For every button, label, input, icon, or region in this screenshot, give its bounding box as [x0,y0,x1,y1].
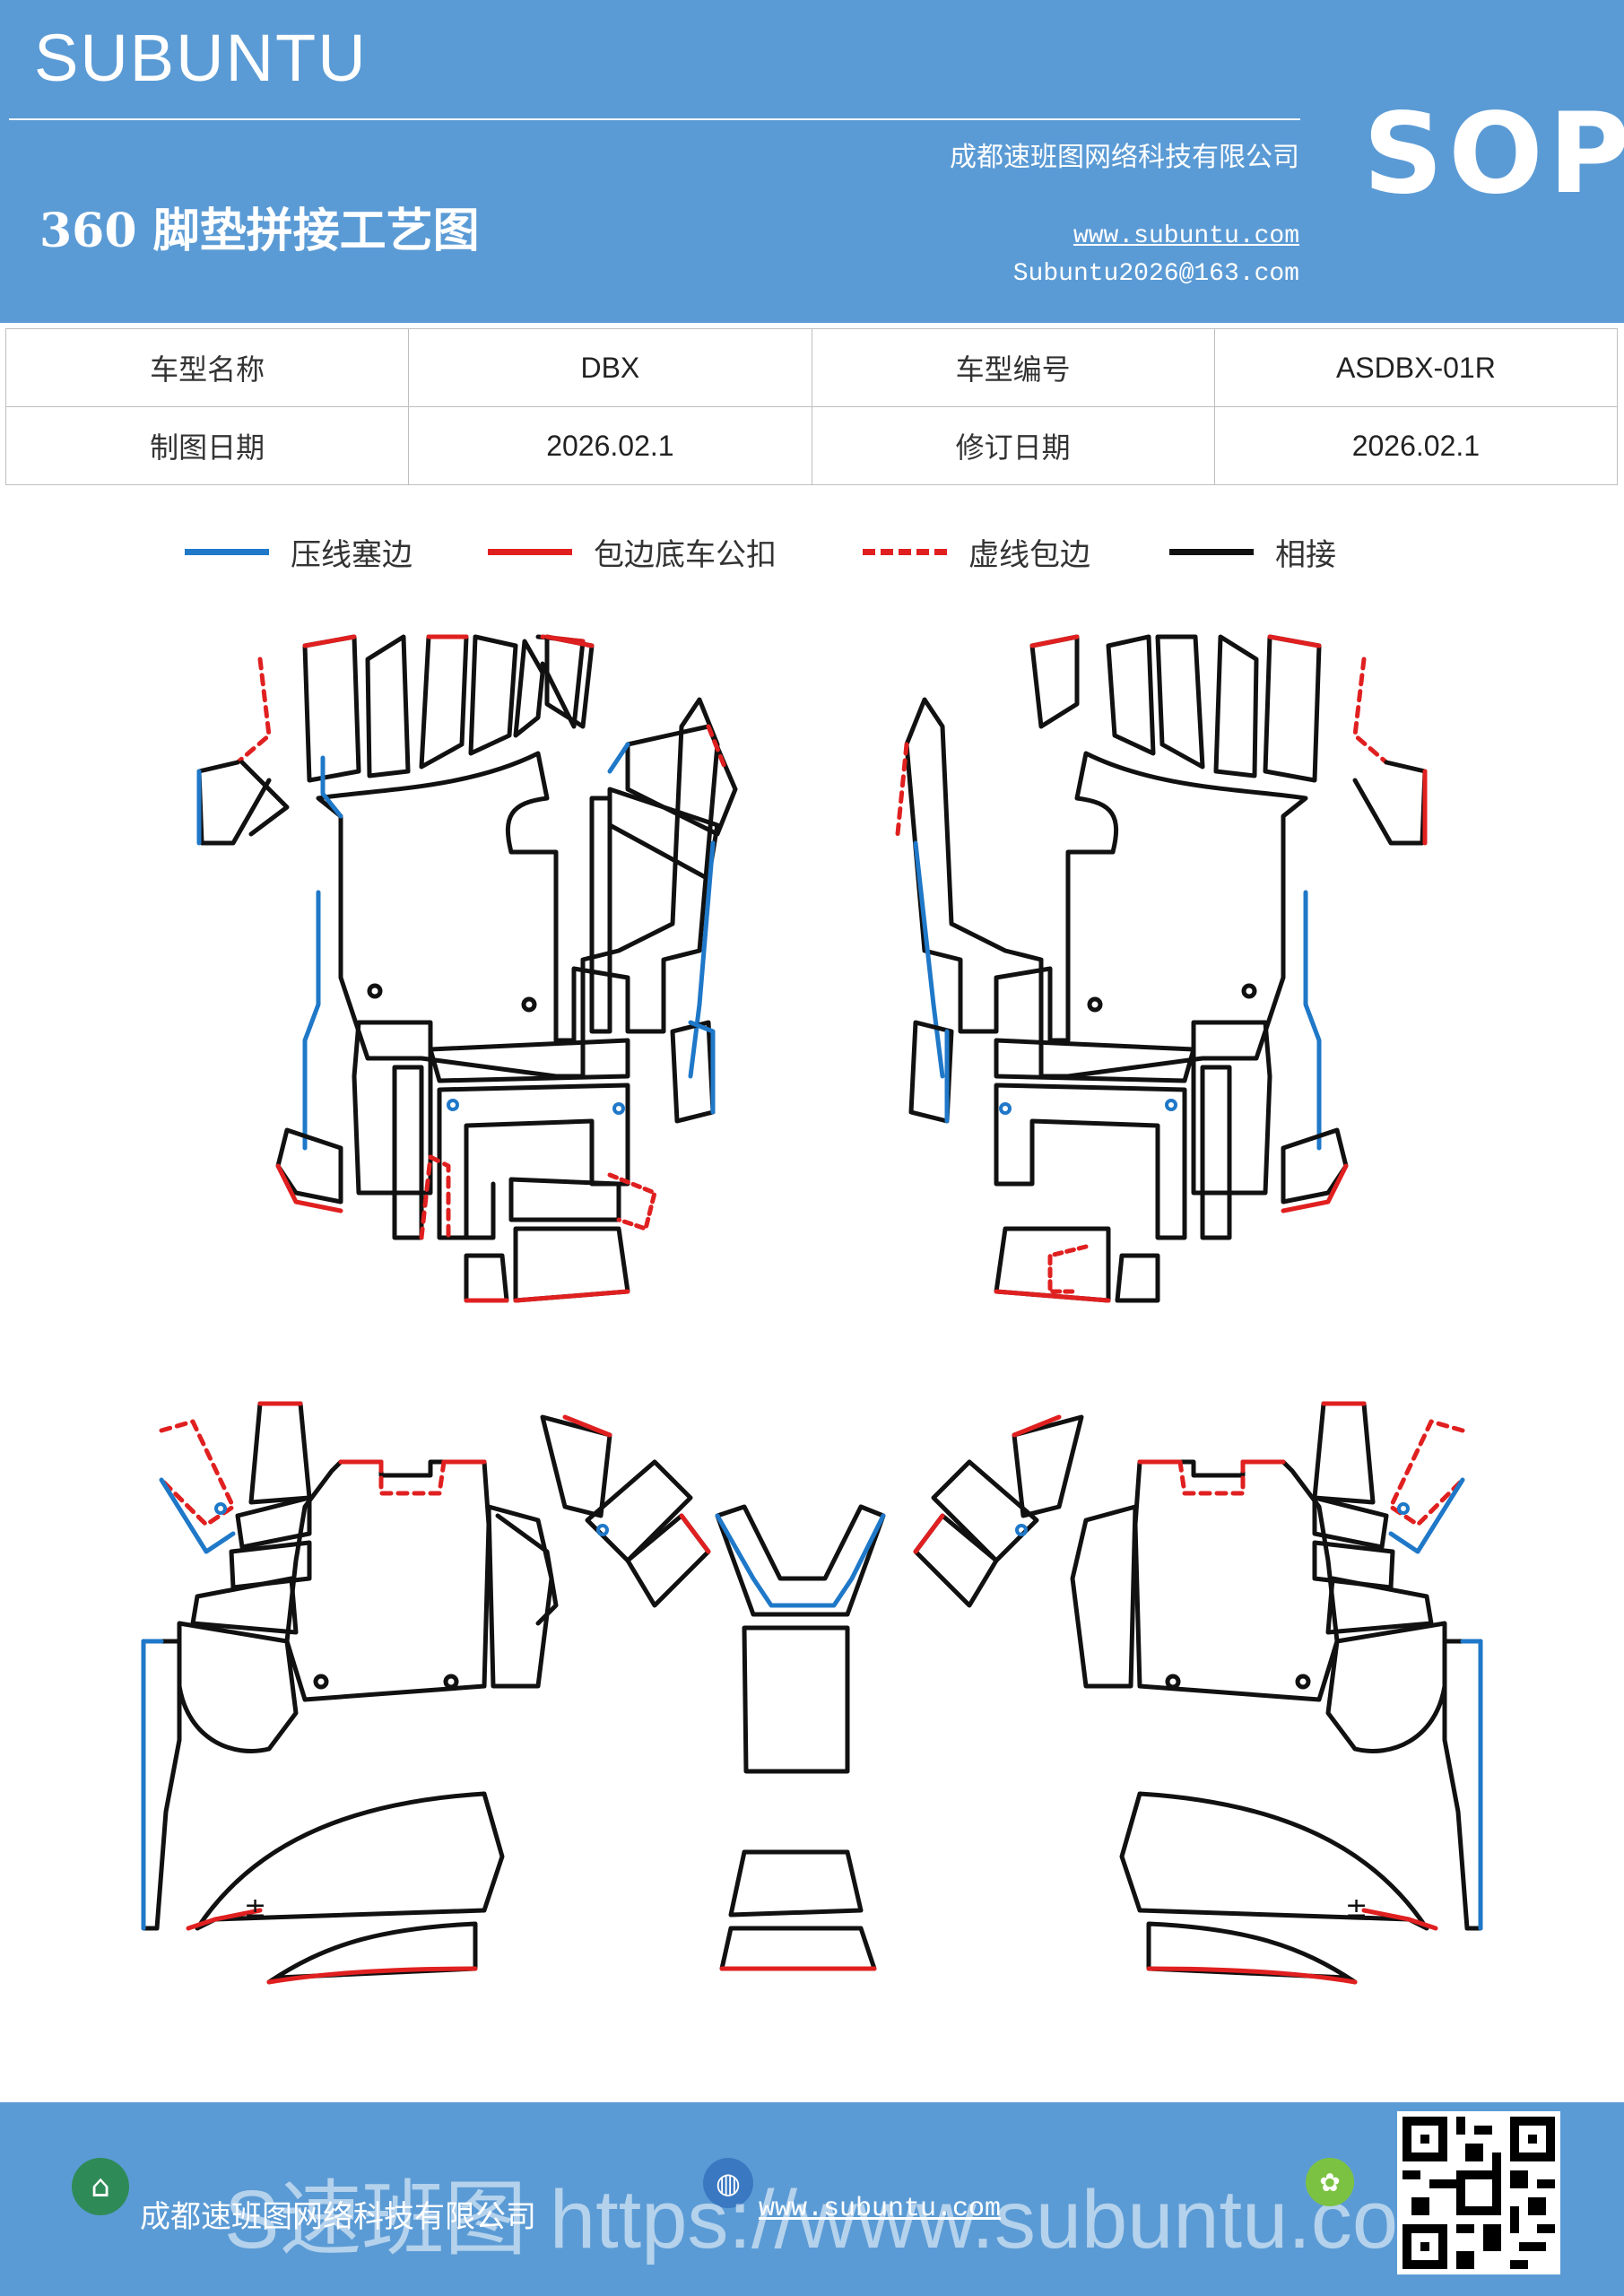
chat-icon: ✿ [1306,2158,1354,2206]
website-link[interactable]: www.subuntu.com [1073,222,1299,250]
legend-item: 虚线包边 [863,525,1090,578]
document-title: 360 脚垫拼接工艺图 [39,204,480,258]
footer-banner: ⌂ 成都速班图网络科技有限公司 ◍ www.subuntu.com S速班图 h… [0,2102,1624,2296]
legend-label: 相接 [1275,536,1336,573]
draw-date-value: 2026.02.1 [408,406,812,485]
brand-logo: SUBUNTU [34,21,368,95]
legend-swatch [1169,548,1254,555]
rear-right-mat [913,1401,1483,1985]
front-right-mat [895,634,1428,1303]
sop-badge: SOP [1363,90,1624,219]
model-code-label: 车型编号 [811,328,1215,407]
model-name-value: DBX [408,328,812,407]
legend-item: 相接 [1169,525,1336,578]
svg-text:±: ± [244,1892,266,1924]
svg-text:±: ± [1345,1892,1368,1924]
company-name: 成都速班图网络科技有限公司 [950,142,1299,173]
table-row: 制图日期 2026.02.1 修订日期 2026.02.1 [4,406,1619,485]
footer-website-link[interactable]: www.subuntu.com [759,2194,1002,2224]
globe-icon: ◍ [703,2158,753,2208]
front-left-mat [196,634,738,1303]
legend-item: 包边底车公扣 [488,525,777,578]
header-banner: SUBUNTU 成都速班图网络科技有限公司 360 脚垫拼接工艺图 www.su… [0,0,1624,323]
legend-label: 包边底车公扣 [594,536,777,573]
rear-left-mat: ± [141,1401,711,1985]
header-divider [9,118,1300,120]
qr-code-pattern [1403,2117,1555,2269]
floor-mat-diagram: ± [141,634,1483,1985]
qr-code[interactable] [1397,2111,1560,2274]
home-icon: ⌂ [72,2158,129,2215]
table-row: 车型名称 DBX 车型编号 ASDBX-01R [4,328,1619,407]
revise-date-label: 修订日期 [811,406,1215,485]
legend-swatch [863,548,947,555]
legend-label: 压线塞边 [291,536,413,573]
legend-label: 虚线包边 [968,536,1090,573]
model-code-value: ASDBX-01R [1213,328,1619,407]
line-legend: 压线塞边 包边底车公扣 虚线包边 相接 [0,525,1624,578]
draw-date-label: 制图日期 [4,406,410,485]
revise-date-value: 2026.02.1 [1213,406,1619,485]
email-address: Subuntu2026@163.com [1012,260,1299,288]
vehicle-info-table: 车型名称 DBX 车型编号 ASDBX-01R 制图日期 2026.02.1 修… [4,328,1619,485]
legend-swatch [488,548,572,555]
watermark-text: S速班图 https://www.subuntu.com [224,2174,1467,2266]
model-name-label: 车型名称 [4,328,410,407]
legend-item: 压线塞边 [185,525,413,578]
footer-company: 成都速班图网络科技有限公司 [140,2199,536,2235]
legend-swatch [185,548,269,555]
center-tunnel-mat [715,1504,886,1971]
